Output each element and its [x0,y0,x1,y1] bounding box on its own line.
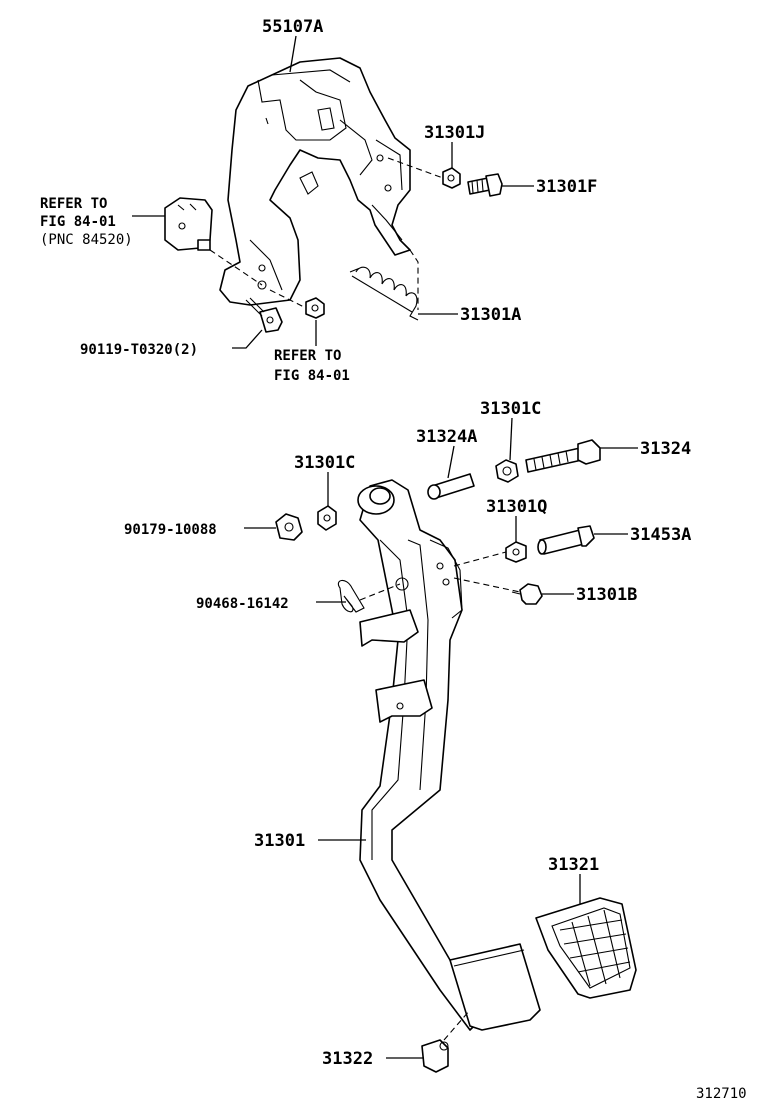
label-55107a: 55107A [262,17,323,37]
label-31321: 31321 [548,855,599,875]
stop-switch [164,197,213,251]
label-31453a: 31453A [630,525,691,545]
label-31301j: 31301J [424,123,485,143]
label-31324: 31324 [640,439,691,459]
spring-31301a [349,266,419,321]
label-31301a: 31301A [460,305,521,325]
assembly-line-stopper [443,1009,471,1041]
label-90468: 90468-16142 [196,596,289,612]
leader-55107a [289,35,297,73]
label-31322: 31322 [322,1049,373,1069]
pedal-arm-31301 [357,479,491,1031]
assembly-line-7 [359,583,401,601]
bush-31301c-left [317,505,337,531]
assembly-line-6 [453,577,521,593]
label-refer-to-2: REFER TO [274,348,341,364]
stopper-31322 [421,1039,449,1073]
bracket-55107a [219,57,411,306]
bolt-31324 [525,439,601,473]
collar-31324a [427,473,475,500]
nut-90179 [275,513,303,541]
label-31301q: 31301Q [486,497,547,517]
bush-31301c-right [495,459,519,483]
label-31301f: 31301F [536,177,597,197]
label-fig-1: FIG 84-01 [40,214,116,230]
assembly-line-2 [209,249,263,286]
leader-90119 [232,329,263,349]
assembly-line-5 [453,551,507,567]
label-31301b: 31301B [576,585,637,605]
bolt-31301f [467,173,503,197]
nut-31301j [442,167,461,189]
label-90119: 90119-T0320(2) [80,342,198,358]
assembly-line-4 [409,249,419,310]
assembly-line-3 [269,289,307,309]
label-90179: 90179-10088 [124,522,217,538]
bolt-90119 [245,297,283,333]
label-fig-2: FIG 84-01 [274,368,350,384]
label-31301c-right: 31301C [480,399,541,419]
leader-31324a [447,445,455,479]
pin-31453a [537,525,595,555]
label-31301c-left: 31301C [294,453,355,473]
figure-number: 312710 [696,1086,747,1102]
cushion-31301b [511,583,543,605]
pedal-pad-31321 [535,897,637,999]
clip-90468 [337,579,365,613]
nut-refer-fig [305,297,325,319]
pedal-plate [449,943,541,1031]
label-refer-to-1: REFER TO [40,196,107,212]
leader-31301c-right [509,417,513,461]
label-pnc: (PNC 84520) [40,232,133,248]
label-31324a: 31324A [416,427,477,447]
bush-31301q [505,541,527,563]
label-31301: 31301 [254,831,305,851]
